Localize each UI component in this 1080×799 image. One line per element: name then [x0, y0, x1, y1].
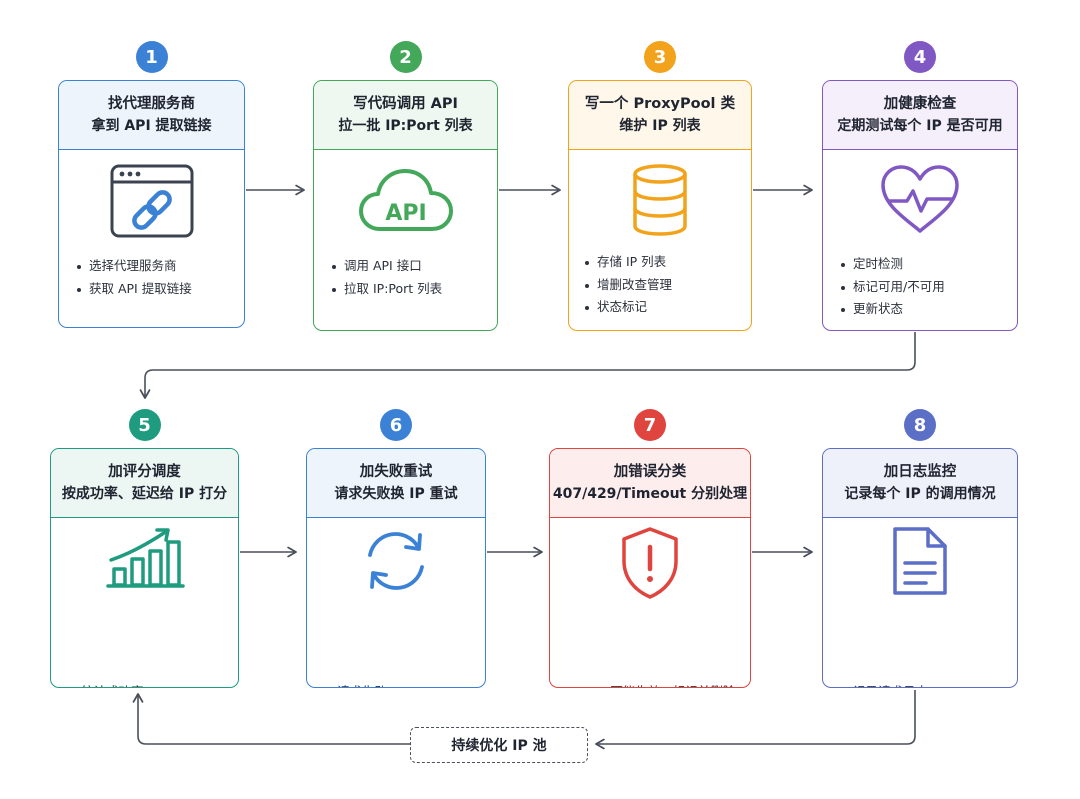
- loop-label: 持续优化 IP 池: [410, 727, 588, 763]
- browser-link-icon: [59, 163, 244, 239]
- list-item: 调用 API 接口: [330, 255, 442, 278]
- list-item: 存储 IP 列表: [583, 251, 672, 274]
- step-title: 加评分调度: [108, 464, 181, 480]
- step-title: 找代理服务商: [108, 96, 195, 112]
- step-subtitle: 记录每个 IP 的调用情况: [844, 486, 996, 502]
- refresh-icon: [307, 525, 485, 597]
- step-subtitle: 407/429/Timeout 分别处理: [552, 486, 748, 502]
- step-card-1: 找代理服务商拿到 API 提取链接 选择代理服务商获取 API 提取链接: [58, 80, 245, 328]
- step-card-header: 写代码调用 API 拉一批 IP:Port 列表: [314, 81, 497, 150]
- step-card-header: 找代理服务商拿到 API 提取链接: [59, 81, 244, 150]
- step-bullet-list: 选择代理服务商获取 API 提取链接: [75, 255, 192, 300]
- step-bullet-list: 存储 IP 列表增删改查管理状态标记: [583, 251, 672, 319]
- step-subtitle: 请求失败换 IP 重试: [334, 486, 458, 502]
- step-card-header: 加评分调度按成功率、延迟给 IP 打分: [51, 449, 238, 518]
- list-item: 统计成功率: [67, 681, 144, 687]
- step-number-2: 2: [389, 41, 422, 73]
- step-bullet-list: 407：可能失效，标记并删除429：限流，降低频率/切换 IPTimeout：超…: [560, 681, 742, 687]
- step-title: 加错误分类: [613, 464, 687, 480]
- shield-alert-icon: [550, 525, 750, 601]
- list-item: 拉取 IP:Port 列表: [330, 278, 442, 301]
- step-card-header: 加失败重试请求失败换 IP 重试: [307, 449, 485, 518]
- step-card-header: 加错误分类 407/429/Timeout 分别处理: [550, 449, 750, 518]
- step-number-1: 1: [135, 41, 168, 73]
- list-item: 更新状态: [839, 298, 945, 321]
- step-bullet-list: 定时检测标记可用/不可用更新状态: [839, 253, 945, 321]
- step-title: 写代码调用 API: [353, 96, 458, 112]
- database-icon: [569, 163, 751, 237]
- list-item: 定时检测: [839, 253, 945, 276]
- step-card-3: 写一个 ProxyPool 类维护 IP 列表 存储 IP 列表增删改查管理状态…: [568, 80, 752, 331]
- step-title: 加健康检查: [883, 96, 957, 112]
- step-bullet-list: 请求失败换 IP 重试达到上限则失败: [323, 681, 425, 687]
- list-item: 请求失败: [323, 681, 425, 687]
- heart-pulse-icon: [823, 163, 1017, 235]
- loop-arrow-right: [595, 690, 916, 750]
- document-icon: [823, 525, 1017, 597]
- step-number-7: 7: [634, 409, 666, 441]
- step-card-7: 加错误分类 407/429/Timeout 分别处理 407：可能失效，标记并删除…: [549, 448, 751, 688]
- step-title: 写一个 ProxyPool 类: [584, 96, 736, 112]
- step-number-5: 5: [128, 409, 161, 441]
- step-number-3: 3: [644, 41, 676, 73]
- list-item: 选择代理服务商: [75, 255, 192, 278]
- step-bullet-list: 调用 API 接口拉取 IP:Port 列表: [330, 255, 442, 300]
- list-item: 407：可能失效，标记并删除: [560, 681, 742, 687]
- list-item: 获取 API 提取链接: [75, 278, 192, 301]
- step-title: 加失败重试: [359, 464, 433, 480]
- step-number-4: 4: [904, 41, 936, 73]
- list-item: 记录请求日志: [839, 681, 961, 687]
- step-subtitle: 按成功率、延迟给 IP 打分: [61, 486, 228, 502]
- step-subtitle: 拿到 API 提取链接: [91, 118, 212, 134]
- step-subtitle: 拉一批 IP:Port 列表: [338, 118, 473, 134]
- step-bullet-list: 记录请求日志统计成功/失败/延迟监控告警: [839, 681, 961, 687]
- step-card-header: 加日志监控记录每个 IP 的调用情况: [823, 449, 1017, 518]
- growth-chart-icon: [51, 525, 238, 591]
- step-number-8: 8: [904, 409, 936, 441]
- loop-arrow-left: [132, 693, 410, 745]
- step-title: 加日志监控: [883, 464, 957, 480]
- list-item: 增删改查管理: [583, 274, 672, 297]
- step-card-header: 加健康检查定期测试每个 IP 是否可用: [823, 81, 1017, 150]
- step-card-4: 加健康检查定期测试每个 IP 是否可用 定时检测标记可用/不可用更新状态: [822, 80, 1018, 331]
- arrow-4-to-5: [139, 332, 916, 399]
- step-subtitle: 维护 IP 列表: [619, 118, 701, 134]
- step-bullet-list: 统计成功率计算延迟综合打分: [67, 681, 144, 687]
- step-subtitle: 定期测试每个 IP 是否可用: [837, 118, 1003, 134]
- cloud-api-icon: API: [314, 163, 497, 237]
- step-card-2: 写代码调用 API 拉一批 IP:Port 列表 API 调用 API 接口拉取 …: [313, 80, 498, 331]
- list-item: 标记可用/不可用: [839, 276, 945, 299]
- step-card-header: 写一个 ProxyPool 类维护 IP 列表: [569, 81, 751, 150]
- cloud-api-label: API: [385, 201, 426, 226]
- list-item: 状态标记: [583, 296, 672, 319]
- step-number-6: 6: [380, 409, 412, 441]
